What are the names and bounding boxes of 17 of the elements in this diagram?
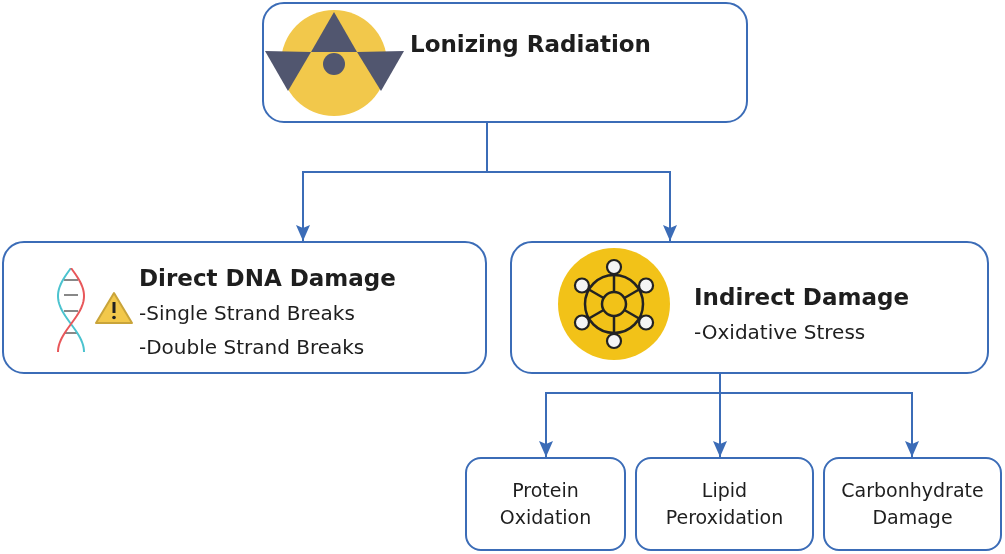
process-box (2, 241, 487, 374)
list-item: -Double Strand Breaks (139, 334, 366, 361)
arrow (719, 373, 919, 458)
outcome-box (823, 457, 1002, 551)
node-title: Direct DNA Damage (139, 264, 396, 293)
arrow (486, 122, 677, 242)
node-title: Indirect Damage (694, 283, 910, 312)
node-label: Carbonhydrate Damage (840, 478, 985, 530)
node-label: Protein Oxidation (498, 478, 593, 530)
process-box (262, 2, 748, 123)
outcome-box (465, 457, 626, 551)
node-title: Lonizing Radiation (410, 30, 651, 59)
node-label: Lipid Peroxidation (664, 478, 785, 530)
outcome-box (635, 457, 814, 551)
list-item: -Single Strand Breaks (139, 300, 356, 327)
process-box (510, 241, 989, 374)
list-item: -Oxidative Stress (694, 319, 867, 346)
